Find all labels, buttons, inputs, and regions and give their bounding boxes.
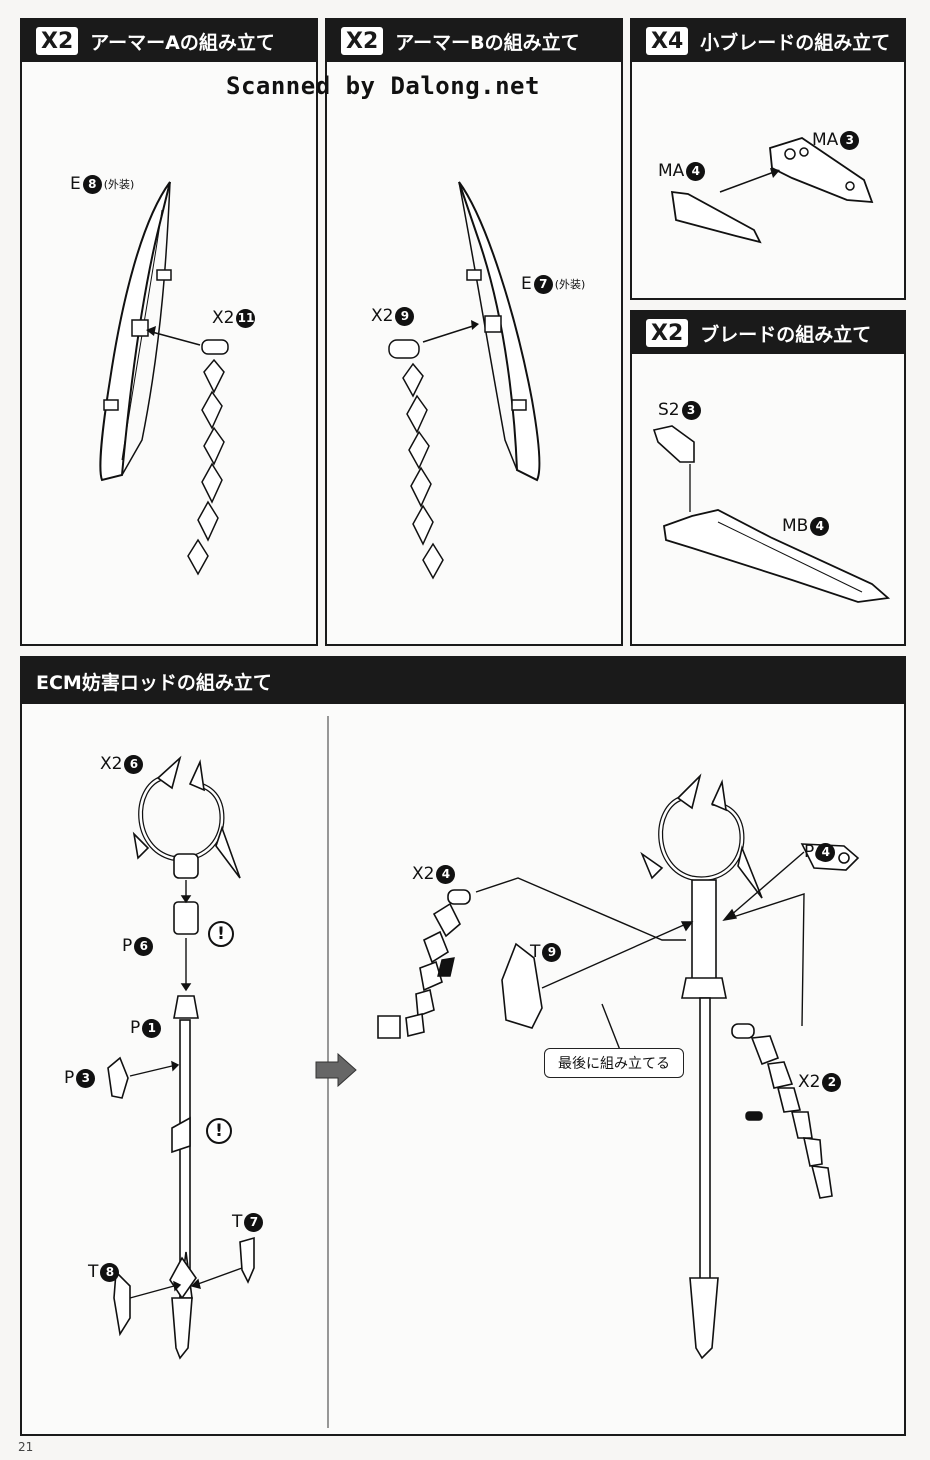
multiplier-badge: X4 xyxy=(646,27,689,55)
part-label-e7: E 7 (外装) xyxy=(521,274,586,294)
part-number-badge: 6 xyxy=(134,936,154,956)
part-number-badge: 4 xyxy=(810,516,830,536)
page-number: 21 xyxy=(18,1440,34,1454)
panel-title: ECM妨害ロッドの組み立て xyxy=(36,671,272,694)
panel-header: ECM妨害ロッドの組み立て xyxy=(22,658,904,704)
assemble-last-callout: 最後に組み立てる xyxy=(544,1048,684,1078)
part-number-badge: 3 xyxy=(840,130,860,150)
multiplier-badge: X2 xyxy=(646,319,689,347)
ecm-rod-illustration xyxy=(107,716,860,1428)
part-number-badge: 11 xyxy=(236,308,256,328)
part-number-badge: 8 xyxy=(82,174,102,194)
part-number-badge: 4 xyxy=(436,864,456,884)
part-label-ma4: MA 4 xyxy=(658,161,706,181)
part-number-badge: 9 xyxy=(395,306,415,326)
part-label-p1: P 1 xyxy=(130,1018,162,1038)
part-number-badge: 9 xyxy=(542,942,562,962)
multiplier-badge: X2 xyxy=(36,27,79,55)
part-label-ma3: MA 3 xyxy=(812,130,860,150)
part-label-p6: P 6 xyxy=(122,936,154,956)
armor-a-illustration xyxy=(99,181,229,576)
part-label-t7: T 7 xyxy=(232,1212,264,1232)
part-number-badge: 2 xyxy=(822,1072,842,1092)
multiplier-badge: X2 xyxy=(341,27,384,55)
part-label-x2-2: X2 2 xyxy=(798,1072,842,1092)
caution-icon: ! xyxy=(208,921,234,947)
panel-header: X4 小ブレードの組み立て xyxy=(632,20,904,62)
panel-header: X2 ブレードの組み立て xyxy=(632,312,904,354)
part-label-mb4: MB 4 xyxy=(782,516,830,536)
panel-small-blade: X4 小ブレードの組み立て MA 3 MA 4 xyxy=(630,18,906,300)
panel-armor-a: X2 アーマーAの組み立て E 8 (外装) X2 11 xyxy=(20,18,318,646)
panel-title: ブレードの組み立て xyxy=(700,323,872,346)
part-number-badge: 4 xyxy=(816,842,836,862)
panel-armor-b: X2 アーマーBの組み立て X2 9 E 7 (外装) xyxy=(325,18,623,646)
part-label-x2-11: X2 11 xyxy=(212,308,256,328)
part-label-t9: T 9 xyxy=(530,942,562,962)
part-label-s2-3: S2 3 xyxy=(658,400,701,420)
panel-header: X2 アーマーAの組み立て xyxy=(22,20,316,62)
panel-title: アーマーAの組み立て xyxy=(90,31,275,54)
small-blade-illustration xyxy=(670,137,874,244)
watermark: Scanned by Dalong.net xyxy=(226,72,540,100)
part-label-x2-6: X2 6 xyxy=(100,754,144,774)
panel-title: アーマーBの組み立て xyxy=(395,31,580,54)
part-number-badge: 8 xyxy=(100,1262,120,1282)
part-number-badge: 3 xyxy=(681,400,701,420)
part-label-p4: P 4 xyxy=(804,842,836,862)
step-arrow-icon xyxy=(315,1052,357,1088)
part-label-x2-9: X2 9 xyxy=(371,306,415,326)
part-number-badge: 3 xyxy=(76,1068,96,1088)
part-label-t8: T 8 xyxy=(88,1262,120,1282)
part-number-badge: 4 xyxy=(686,161,706,181)
blade-illustration xyxy=(652,425,891,603)
part-number-badge: 1 xyxy=(142,1018,162,1038)
panel-title: 小ブレードの組み立て xyxy=(700,31,891,54)
part-label-x2-4: X2 4 xyxy=(412,864,456,884)
panel-ecm-rod: ECM妨害ロッドの組み立て xyxy=(20,656,906,1436)
caution-icon: ! xyxy=(206,1118,232,1144)
panel-blade: X2 ブレードの組み立て S2 3 MB 4 xyxy=(630,310,906,646)
part-number-badge: 7 xyxy=(244,1212,264,1232)
panel-header: X2 アーマーBの組み立て xyxy=(327,20,621,62)
part-label-p3: P 3 xyxy=(64,1068,96,1088)
armor-b-illustration xyxy=(388,181,541,580)
part-label-e8: E 8 (外装) xyxy=(70,174,135,194)
part-number-badge: 6 xyxy=(124,754,144,774)
part-number-badge: 7 xyxy=(533,274,553,294)
